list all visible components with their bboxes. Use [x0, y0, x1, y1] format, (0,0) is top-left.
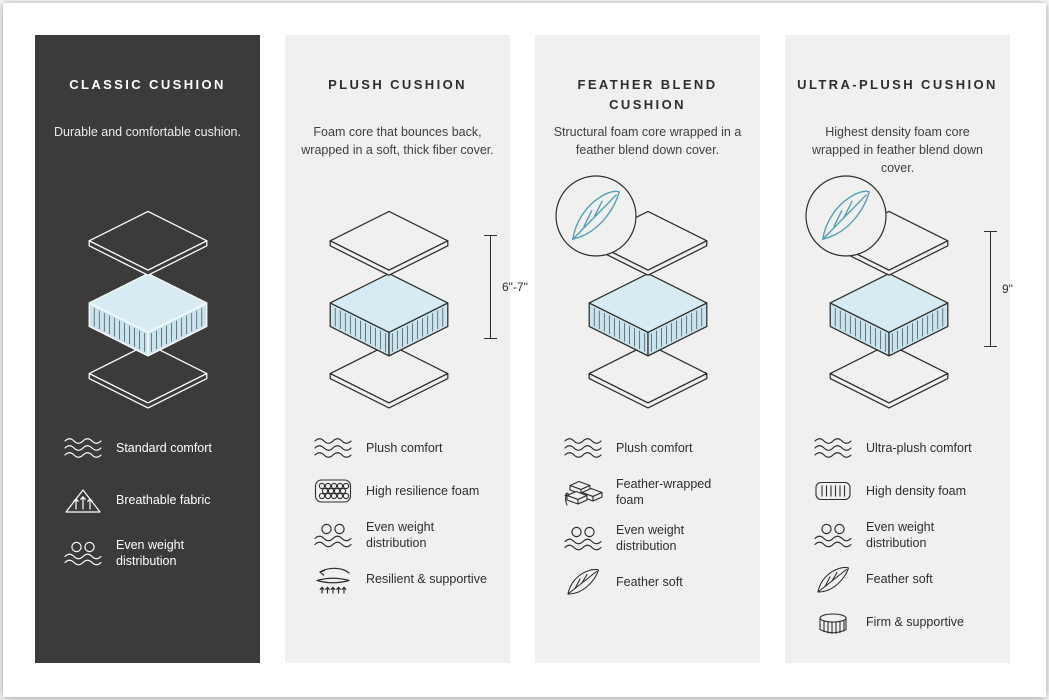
feature-row: Even weight distribution [813, 519, 990, 552]
weight-distribution-icon [563, 524, 603, 552]
panel-feather-blend-cushion: FEATHER BLEND CUSHION Structural foam co… [535, 35, 760, 663]
measure-line [990, 231, 991, 347]
spring-bounce-icon [313, 566, 353, 594]
panel-title: FEATHER BLEND CUSHION [577, 77, 718, 112]
waves-icon [813, 434, 853, 462]
feature-row: Firm & supportive [813, 608, 990, 638]
feature-list: Ultra-plush comfort High density foam Ev… [785, 423, 1010, 638]
cushion-comparison: CLASSIC CUSHION Durable and comfortable … [35, 35, 1013, 663]
breathable-icon [63, 486, 103, 514]
panel-description: Highest density foam core wrapped in fea… [812, 125, 983, 176]
feature-row: Even weight distribution [313, 519, 490, 552]
feature-label: Even weight distribution [116, 538, 185, 569]
cushion-diagram: 9" [785, 187, 1013, 423]
feather-icon [813, 566, 853, 594]
panel-ultra-plush-cushion: ULTRA-PLUSH CUSHION Highest density foam… [785, 35, 1013, 663]
feature-row: Even weight distribution [563, 522, 740, 555]
feather-bricks-icon [563, 478, 603, 506]
feature-row: Feather-wrapped foam [563, 476, 740, 509]
feature-label: Standard comfort [116, 440, 212, 455]
feature-label: Breathable fabric [116, 492, 211, 507]
panel-description: Foam core that bounces back, wrapped in … [301, 125, 494, 158]
measurement-indicator: 6"-7" [484, 235, 528, 339]
measure-line [490, 235, 491, 339]
waves-icon [563, 434, 603, 462]
foam-bubbles-icon [313, 477, 353, 505]
cushion-diagram [535, 187, 760, 423]
feature-label: High density foam [866, 483, 967, 498]
panel-title: ULTRA-PLUSH CUSHION [797, 77, 998, 92]
cushion-layers-illustration [64, 203, 232, 411]
feather-icon [563, 568, 603, 596]
feature-list: Standard comfort Breathable fabric Even … [35, 423, 260, 570]
feature-row: Standard comfort [63, 433, 240, 463]
cushion-diagram [35, 187, 260, 423]
feature-label: Resilient & supportive [366, 572, 487, 587]
panel-classic-cushion: CLASSIC CUSHION Durable and comfortable … [35, 35, 260, 663]
panel-description: Structural foam core wrapped in a feathe… [553, 125, 742, 158]
feature-list: Plush comfort High resilience foam Even … [285, 423, 510, 595]
feature-row: Plush comfort [313, 433, 490, 463]
measure-cap-bottom [484, 338, 497, 339]
feather-badge [803, 173, 889, 259]
feature-list: Plush comfort Feather-wrapped foam Even … [535, 423, 760, 597]
panel-title: CLASSIC CUSHION [69, 77, 226, 92]
feature-row: Feather soft [813, 565, 990, 595]
feature-row: High resilience foam [313, 476, 490, 506]
feature-label: Feather soft [866, 572, 933, 587]
weight-distribution-icon [63, 539, 103, 567]
feature-row: Even weight distribution [63, 537, 240, 570]
feature-label: Feather-wrapped foam [616, 477, 712, 508]
measurement-label: 6"-7" [502, 280, 528, 294]
feature-label: Feather soft [616, 574, 683, 589]
feature-label: Firm & supportive [866, 615, 964, 630]
feature-row: Breathable fabric [63, 485, 240, 515]
waves-icon [313, 434, 353, 462]
measurement-label: 9" [1002, 282, 1013, 296]
feature-label: High resilience foam [366, 483, 480, 498]
weight-distribution-icon [813, 521, 853, 549]
feature-label: Even weight distribution [366, 520, 435, 551]
feature-row: High density foam [813, 476, 990, 506]
feature-label: Even weight distribution [616, 522, 685, 553]
feature-label: Even weight distribution [866, 520, 935, 551]
infographic-sheet: CLASSIC CUSHION Durable and comfortable … [3, 3, 1046, 697]
measurement-indicator: 9" [984, 231, 1013, 347]
feature-row: Plush comfort [563, 433, 740, 463]
panel-title: PLUSH CUSHION [328, 77, 467, 92]
panel-plush-cushion: PLUSH CUSHION Foam core that bounces bac… [285, 35, 528, 663]
feather-badge [553, 173, 639, 259]
feature-row: Feather soft [563, 567, 740, 597]
measure-cap-bottom [984, 346, 997, 347]
feature-row: Ultra-plush comfort [813, 433, 990, 463]
waves-icon [63, 434, 103, 462]
feature-label: Plush comfort [616, 440, 693, 455]
firm-support-icon [813, 609, 853, 637]
density-stripes-icon [813, 477, 853, 505]
weight-distribution-icon [313, 521, 353, 549]
cushion-layers-illustration [305, 203, 473, 411]
feature-label: Plush comfort [366, 440, 443, 455]
feature-row: Resilient & supportive [313, 565, 490, 595]
feature-label: Ultra-plush comfort [866, 440, 972, 455]
panel-description: Durable and comfortable cushion. [54, 125, 241, 139]
cushion-diagram: 6"-7" [285, 187, 528, 423]
